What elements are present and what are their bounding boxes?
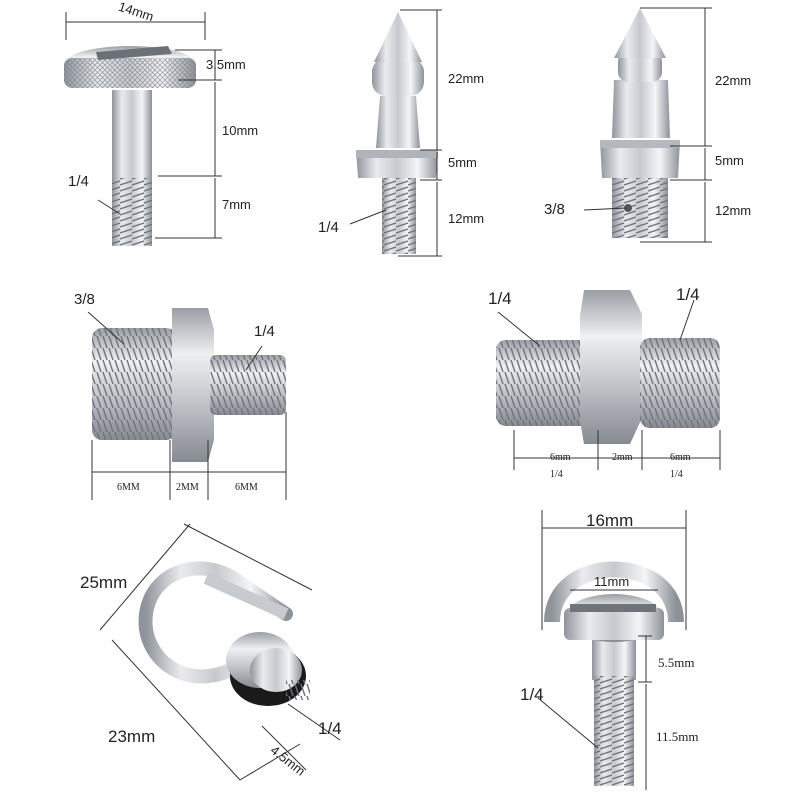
thumb-screw: [64, 46, 196, 246]
adapter-14-14-dim-mid: 2mm: [612, 452, 633, 463]
adapter-38-14-left-label: 3/8: [74, 291, 95, 308]
thumb-screw-thread-length-label: 7mm: [222, 197, 251, 212]
adapter-14-14-right-label: 1/4: [676, 285, 700, 304]
d-ring-screw-b: [544, 561, 684, 786]
spike-38-hex-label: 5mm: [715, 153, 744, 168]
spike-quarter-thread-label: 1/4: [318, 219, 339, 236]
adapter-38-14-dim-left: 6MM: [117, 482, 140, 493]
d-ring-screw-a-dimensions: [99, 523, 341, 781]
thumb-screw-shank-label: 10mm: [222, 123, 259, 138]
spike-quarter: [356, 12, 438, 254]
adapter-14-14-dim-left: 6mm: [550, 452, 571, 463]
adapter-14-14-dim-right: 6mm: [670, 452, 691, 463]
spike-quarter-tip-label: 22mm: [448, 71, 485, 86]
d-ring-b-head-label: 5.5mm: [658, 655, 695, 670]
spike-38-thread-length-label: 12mm: [715, 203, 752, 218]
adapter-14-14-left-label: 1/4: [488, 289, 512, 308]
d-ring-screw-b-dimensions: [537, 510, 687, 790]
d-ring-screw-a: [138, 561, 310, 706]
d-ring-a-thread-label: 1/4: [318, 719, 342, 738]
d-ring-a-length-label: 25mm: [80, 573, 128, 592]
adapter-38-14-dimensions: [87, 311, 287, 500]
adapter-38-14-dim-right: 6MM: [235, 482, 258, 493]
spike-38-thread-label: 3/8: [544, 201, 565, 218]
thumb-screw-thread-label: 1/4: [68, 173, 89, 190]
adapter-14-14: [496, 290, 720, 444]
spike-quarter-thread-length-label: 12mm: [448, 211, 485, 226]
adapter-38-14-dim-mid: 2MM: [176, 482, 199, 493]
adapter-38-14: [92, 308, 286, 462]
thumb-screw-dimensions: [65, 12, 222, 239]
d-ring-a-width-label: 23mm: [108, 727, 156, 746]
d-ring-b-head-width-label: 11mm: [594, 574, 630, 589]
thumb-screw-head-label: 3.5mm: [206, 57, 246, 72]
spike-38-tip-label: 22mm: [715, 73, 752, 88]
spike-quarter-dimensions: [349, 9, 442, 257]
spike-three-eighths-dimensions: [583, 7, 712, 243]
adapter-14-14-dimensions: [497, 299, 721, 470]
d-ring-b-ring-width-label: 16mm: [586, 511, 634, 530]
d-ring-b-thread-label: 1/4: [520, 685, 544, 704]
spike-quarter-hex-label: 5mm: [448, 155, 477, 170]
d-ring-b-thread-length-label: 11.5mm: [656, 729, 699, 744]
adapter-14-14-sub-right: 1/4: [670, 469, 683, 480]
adapter-38-14-right-label: 1/4: [254, 323, 275, 340]
adapter-14-14-sub-left: 1/4: [550, 469, 563, 480]
spike-three-eighths: [600, 8, 680, 238]
